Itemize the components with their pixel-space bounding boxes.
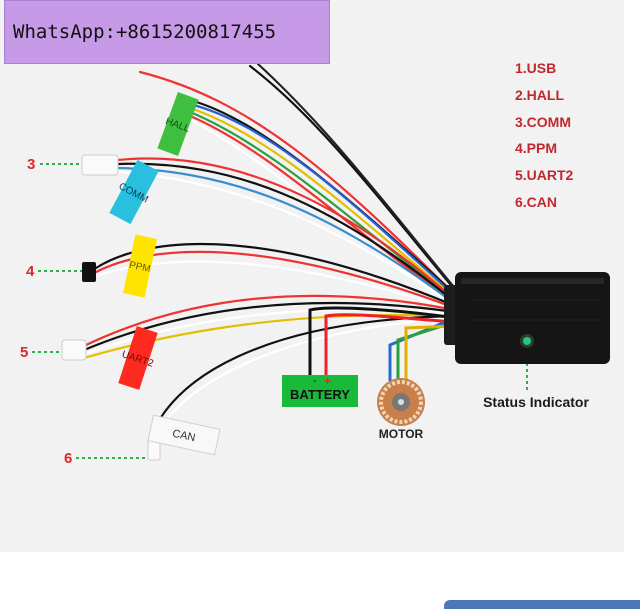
callout-6: 6 — [64, 450, 72, 467]
floating-panel-edge[interactable] — [444, 600, 640, 609]
port-legend: 1.USB 2.HALL 3.COMM 4.PPM 5.UART2 6.CAN — [515, 60, 574, 210]
whatsapp-contact-banner: WhatsApp:+8615200817455 — [4, 0, 330, 64]
tag-hall: HALL — [157, 92, 199, 156]
motor-image: MOTOR — [377, 378, 425, 441]
callout-5: 5 — [20, 344, 28, 361]
legend-item-ppm: 4.PPM — [515, 140, 557, 156]
motor-label: MOTOR — [379, 427, 424, 441]
legend-item-can: 6.CAN — [515, 194, 557, 210]
tag-ppm-label: PPM — [128, 260, 151, 275]
connectors — [61, 154, 161, 461]
uart2-connector — [61, 339, 87, 361]
controller-box — [444, 272, 610, 364]
tag-can: CAN — [147, 414, 221, 456]
whatsapp-contact-text: WhatsApp:+8615200817455 — [13, 21, 277, 43]
wiring-diagram: 3 4 5 6 HALL COMM PPM UART2 CAN — [20, 60, 610, 467]
tag-can-label: CAN — [171, 428, 196, 445]
wiring-diagram-photo: 3 4 5 6 HALL COMM PPM UART2 CAN — [0, 0, 624, 552]
battery-minus: - — [313, 376, 316, 387]
legend-item-usb: 1.USB — [515, 60, 556, 76]
battery-block: - + BATTERY — [282, 374, 358, 407]
legend-item-hall: 2.HALL — [515, 87, 564, 103]
status-indicator-label: Status Indicator — [483, 394, 589, 410]
comm-connector — [81, 154, 119, 176]
battery-label: BATTERY — [290, 387, 350, 402]
battery-plus: + — [324, 374, 331, 388]
legend-item-comm: 3.COMM — [515, 114, 571, 130]
ppm-connector — [82, 262, 96, 282]
callout-3: 3 — [27, 156, 35, 173]
callout-4: 4 — [26, 263, 35, 280]
tag-comm: COMM — [109, 159, 159, 225]
wire-bundle — [82, 62, 460, 442]
callout-numbers: 3 4 5 6 — [20, 156, 72, 467]
tag-uart2: UART2 — [118, 326, 158, 390]
legend-item-uart2: 5.UART2 — [515, 167, 574, 183]
tag-ppm: PPM — [123, 234, 157, 298]
